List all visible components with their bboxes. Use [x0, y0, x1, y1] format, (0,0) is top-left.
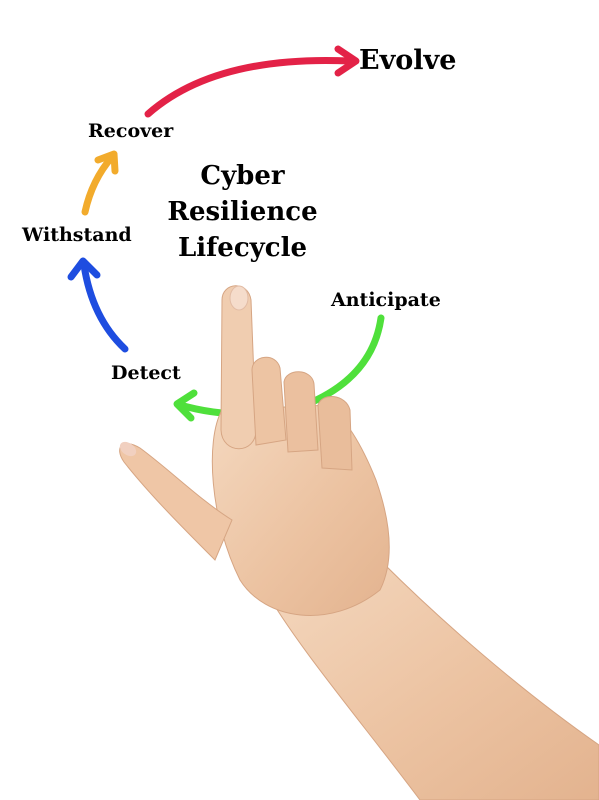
withstand-arrow-shaft	[80, 261, 129, 353]
stage-anticipate: Anticipate	[331, 289, 441, 311]
thumb	[119, 443, 233, 561]
diagram-title: Cyber Resilience Lifecycle	[160, 158, 325, 266]
ring-finger	[283, 371, 319, 453]
recover-arrow	[81, 150, 119, 216]
stage-recover: Recover	[88, 120, 174, 142]
evolve-arrow-shaft	[144, 56, 354, 118]
stage-evolve: Evolve	[359, 45, 457, 76]
evolve-arrow	[144, 45, 360, 118]
pointing-hand	[119, 285, 599, 800]
thumb-nail	[119, 441, 137, 457]
evolve-arrow-head	[334, 45, 360, 77]
title-line-2: Resilience	[167, 197, 318, 227]
title-line-1: Cyber	[200, 161, 285, 191]
forearm	[264, 559, 599, 800]
little-finger	[317, 396, 353, 471]
middle-finger	[251, 356, 287, 446]
recover-arrow-shaft	[81, 153, 116, 216]
index-fingernail	[229, 285, 249, 311]
detect-arrow-head	[173, 389, 198, 422]
stage-withstand: Withstand	[22, 224, 132, 246]
stage-detect: Detect	[111, 362, 181, 384]
withstand-arrow-head	[67, 257, 101, 281]
title-line-3: Lifecycle	[177, 233, 308, 263]
recover-arrow-head	[94, 150, 119, 175]
withstand-arrow	[67, 257, 129, 353]
